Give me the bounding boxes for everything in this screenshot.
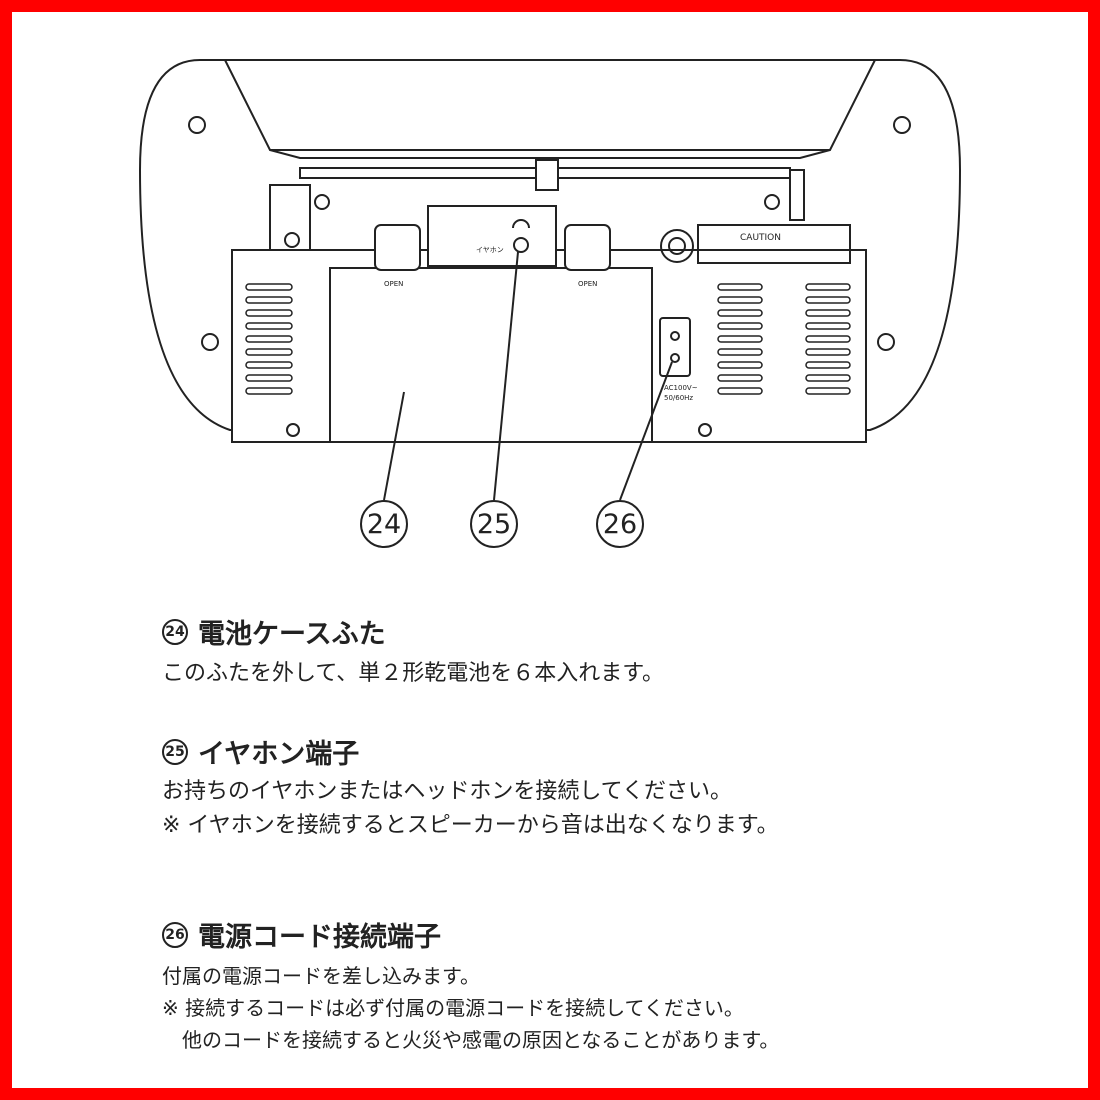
jack-label: イヤホン	[476, 246, 504, 254]
section-title: 電池ケースふた	[198, 619, 386, 650]
caution-text: CAUTION	[740, 233, 781, 243]
battery-cover	[329, 267, 653, 443]
open-label: OPEN	[384, 280, 403, 288]
vent-slot	[717, 374, 763, 382]
vent-slot	[717, 361, 763, 369]
vent-slot	[805, 322, 851, 330]
vent-slot	[805, 361, 851, 369]
vent-slot	[245, 296, 293, 304]
vent-slot	[245, 361, 293, 369]
power-inlet	[659, 317, 691, 377]
device-rear-diagram: イヤホン OPEN OPEN CAUTION AC100V~ 50/60Hz	[138, 59, 962, 501]
vent-slot	[805, 309, 851, 317]
vents	[245, 283, 851, 395]
vent-slot	[717, 309, 763, 317]
section-text: 付属の電源コードを差し込みます。	[162, 964, 480, 988]
leader-25	[493, 251, 519, 501]
vent-slot	[717, 283, 763, 291]
section-title: イヤホン端子	[198, 739, 360, 770]
section-battery-cover: 24 電池ケースふた このふたを外して、単２形乾電池を６本入れます。	[162, 612, 664, 691]
power-rating: 50/60Hz	[664, 394, 693, 402]
vent-slot	[717, 387, 763, 395]
callout-25: 25	[470, 500, 518, 548]
vent-slot	[805, 283, 851, 291]
vent-slot	[805, 387, 851, 395]
section-note: ※ 接続するコードは必ず付属の電源コードを接続してください。	[162, 996, 744, 1020]
section-number: 24	[162, 618, 188, 645]
vent-slot	[717, 335, 763, 343]
section-note: 他のコードを接続すると火災や感電の原因となることがあります。	[162, 1028, 780, 1052]
jack-panel	[427, 205, 557, 267]
vent-slot	[717, 348, 763, 356]
vent-slot	[717, 296, 763, 304]
vent-slot	[245, 348, 293, 356]
cd-lid	[224, 59, 876, 151]
vent-slot	[717, 322, 763, 330]
section-text: お持ちのイヤホンまたはヘッドホンを接続してください。	[162, 779, 733, 804]
callout-24: 24	[360, 500, 408, 548]
open-label: OPEN	[578, 280, 597, 288]
vent-slot	[245, 374, 293, 382]
screw-icons	[188, 116, 911, 437]
section-note: ※ イヤホンを接続するとスピーカーから音は出なくなります。	[162, 813, 779, 838]
vent-slot	[805, 296, 851, 304]
vent-slot	[245, 335, 293, 343]
section-power-cord-terminal: 26 電源コード接続端子 付属の電源コードを差し込みます。 ※ 接続するコードは必…	[162, 915, 779, 1056]
vent-slot	[245, 283, 293, 291]
vent-slot	[805, 374, 851, 382]
headphone-icon	[512, 219, 530, 229]
section-number: 25	[162, 738, 188, 765]
vent-slot	[245, 387, 293, 395]
callout-26: 26	[596, 500, 644, 548]
power-rating: AC100V~	[664, 384, 698, 392]
vent-slot	[805, 348, 851, 356]
caution-label	[697, 224, 851, 264]
section-number: 26	[162, 921, 188, 948]
vent-slot	[805, 335, 851, 343]
section-text: このふたを外して、単２形乾電池を６本入れます。	[162, 661, 665, 686]
leader-26	[619, 361, 673, 501]
earphone-jack	[513, 237, 529, 253]
vent-slot	[245, 309, 293, 317]
vent-slot	[245, 322, 293, 330]
section-title: 電源コード接続端子	[198, 922, 441, 953]
section-earphone-jack: 25 イヤホン端子 お持ちのイヤホンまたはヘッドホンを接続してください。 ※ イヤ…	[162, 732, 779, 843]
leader-24	[383, 391, 405, 501]
